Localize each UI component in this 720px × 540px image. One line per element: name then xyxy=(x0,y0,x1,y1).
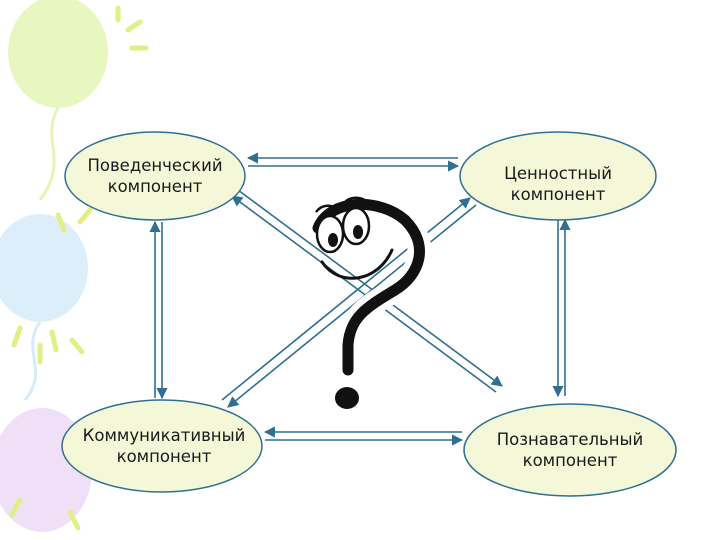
node-cognitive-line1: Познавательный xyxy=(496,430,644,449)
connector-behavioral-value xyxy=(246,152,460,172)
smiling-question-mark-icon xyxy=(306,192,432,409)
connector-behavioral-cognitive xyxy=(231,189,503,393)
node-cognitive xyxy=(463,403,677,497)
node-cognitive-line2: компонент xyxy=(522,451,618,470)
node-communicative-line2: компонент xyxy=(116,447,212,466)
node-value-line1: Ценностный xyxy=(504,164,612,183)
node-behavioral xyxy=(64,131,246,221)
node-behavioral-line1: Поведенческий xyxy=(87,156,223,175)
node-value-line2: компонент xyxy=(510,185,606,204)
node-value xyxy=(459,131,657,221)
sparkle-icon xyxy=(9,5,149,531)
node-communicative-line1: Коммуникативный xyxy=(82,426,246,445)
node-value-label: Ценностный компонент xyxy=(468,163,648,205)
connector-value-communicative xyxy=(221,197,477,408)
node-communicative xyxy=(61,399,263,493)
connector-communicative-cognitive xyxy=(263,426,464,446)
connector-behavioral-communicative xyxy=(149,220,168,400)
node-communicative-label: Коммуникативный компонент xyxy=(60,425,268,467)
balloon-icon xyxy=(0,214,88,401)
node-cognitive-label: Познавательный компонент xyxy=(470,429,670,471)
node-behavioral-line2: компонент xyxy=(107,177,203,196)
connectors xyxy=(149,152,571,446)
balloon-icon xyxy=(8,0,108,201)
node-behavioral-label: Поведенческий компонент xyxy=(58,155,252,197)
connector-value-cognitive xyxy=(552,218,571,398)
